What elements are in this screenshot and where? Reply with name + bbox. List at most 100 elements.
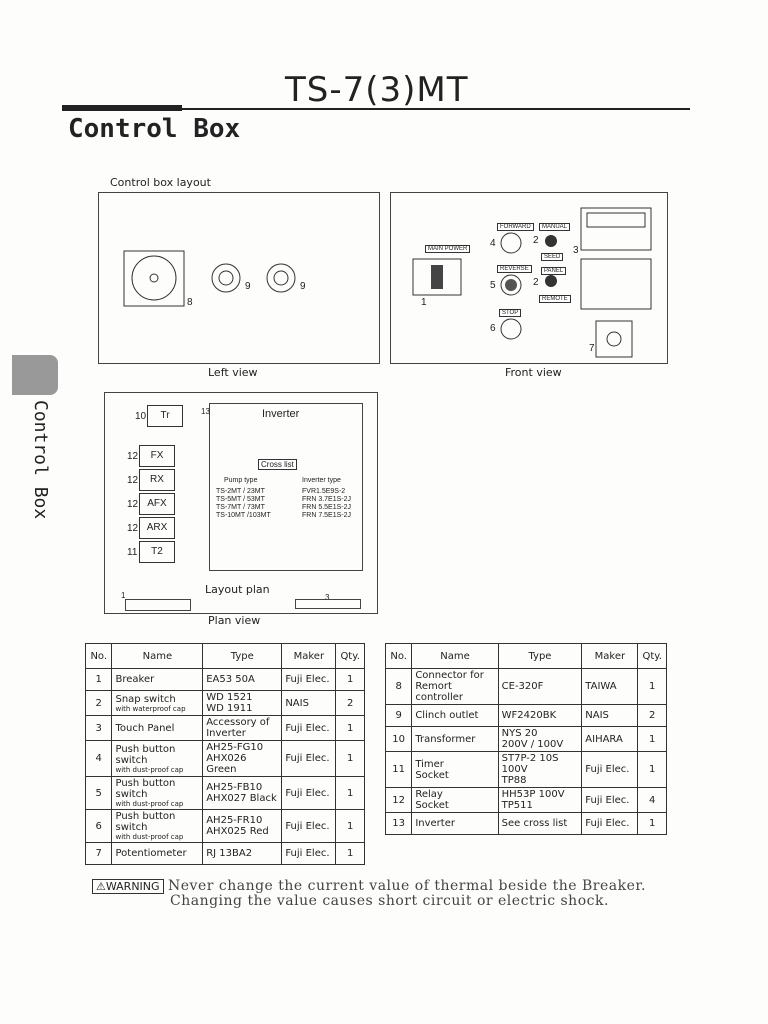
cell-name-sub: with waterproof cap [115, 704, 186, 713]
left-view-label-8: 8 [187, 297, 193, 308]
cell-type: WF2420BK [497, 704, 583, 727]
front-num-7: 7 [589, 343, 595, 354]
col-no: No. [84, 643, 113, 669]
inverter-type: FVR1.5E9S-2 [302, 488, 346, 495]
inverter-label: Inverter [262, 408, 300, 420]
layout-caption: Control box layout [110, 176, 211, 189]
inverter-box: Inverter Cross list Pump type Inverter t… [209, 403, 363, 571]
cell-qty: 1 [637, 668, 667, 705]
cell-no: 2 [84, 690, 113, 716]
front-num-2a: 2 [533, 235, 539, 246]
cell-name: Potentiometer [111, 842, 204, 865]
col-name: Name [111, 643, 204, 669]
cell-no: 10 [384, 726, 413, 752]
cell-qty: 1 [335, 809, 365, 843]
cell-name: Touch Panel [111, 715, 204, 741]
inverter-type: FRN 5.5E1S-2J [302, 504, 352, 511]
cell-maker: NAIS [581, 704, 639, 727]
pump-type: TS-5MT / 53MT [216, 496, 265, 503]
main-power-label: MAIN POWER [425, 245, 471, 253]
stop-label: STOP [499, 309, 522, 317]
cell-name: Clinch outlet [411, 704, 499, 727]
table-header-row: No. Name Type Maker Qty. [84, 643, 365, 669]
layout-plan-caption: Layout plan [205, 583, 270, 596]
cell-no: 6 [84, 809, 113, 843]
cell-maker: Fuji Elec. [581, 812, 639, 835]
cell-maker: AIHARA [581, 726, 639, 752]
col-maker: Maker [281, 643, 337, 669]
warning-badge-text: WARNING [105, 880, 160, 893]
plan-view-caption: Plan view [208, 614, 261, 627]
front-num-2b: 2 [533, 277, 539, 288]
relay-num-10: 10 [135, 411, 147, 422]
cell-maker: Fuji Elec. [281, 715, 337, 741]
front-num-6: 6 [490, 323, 496, 334]
cell-maker: Fuji Elec. [281, 740, 337, 777]
front-view-panel: MAIN POWER FORWARD REVERSE STOP MANUAL S… [390, 192, 668, 364]
col-no: No. [384, 643, 413, 669]
cell-qty: 2 [637, 704, 667, 727]
cell-qty: 1 [335, 776, 365, 810]
cell-maker: Fuji Elec. [281, 809, 337, 843]
warning-line-2: Changing the value causes short circuit … [170, 893, 609, 909]
left-view-label-9a: 9 [245, 281, 251, 292]
cell-maker: Fuji Elec. [281, 776, 337, 810]
inverter-type-header: Inverter type [302, 477, 341, 484]
relay-num-12d: 12 [127, 523, 139, 534]
side-tab-marker [12, 355, 58, 395]
pump-type-header: Pump type [224, 477, 258, 484]
header-rule [62, 108, 690, 110]
cell-type: CE-320F [497, 668, 583, 705]
left-view-drawing [123, 250, 296, 307]
side-tab-label: Control Box [30, 400, 51, 520]
cell-no: 9 [384, 704, 413, 727]
cell-name-sub: with dust-proof cap [115, 800, 184, 808]
manual-label: MANUAL [539, 223, 571, 231]
col-qty: Qty. [637, 643, 667, 669]
cell-qty: 1 [335, 740, 365, 777]
front-view-drawing [412, 207, 652, 358]
front-num-1: 1 [421, 297, 427, 308]
cell-qty: 1 [335, 668, 365, 691]
relay-num-12a: 12 [127, 451, 139, 462]
pump-type: TS-10MT /103MT [216, 512, 271, 519]
cell-type: Accessory of Inverter [202, 715, 283, 741]
cell-name-sub: with dust-proof cap [115, 765, 184, 774]
cell-type: EA53 50A [202, 668, 283, 691]
cell-maker: Fuji Elec. [581, 751, 639, 788]
plan-terminal-block [125, 599, 191, 611]
inverter-type: FRN 3.7E1S-2J [302, 496, 352, 503]
front-num-4: 4 [490, 238, 496, 249]
cell-qty: 1 [637, 751, 667, 788]
cell-no: 8 [384, 668, 413, 705]
cell-type: See cross list [497, 812, 583, 835]
relay-t2: T2 [139, 541, 175, 563]
panel-label: PANEL [541, 267, 567, 275]
relay-fx: FX [139, 445, 175, 467]
left-view-panel: 8 9 9 [98, 192, 380, 364]
cross-list-label: Cross list [258, 459, 297, 470]
cell-maker: Fuji Elec. [281, 842, 337, 865]
col-type: Type [497, 643, 583, 669]
cell-name: Transformer [411, 726, 499, 752]
warning-badge: ⚠WARNING [92, 879, 164, 894]
